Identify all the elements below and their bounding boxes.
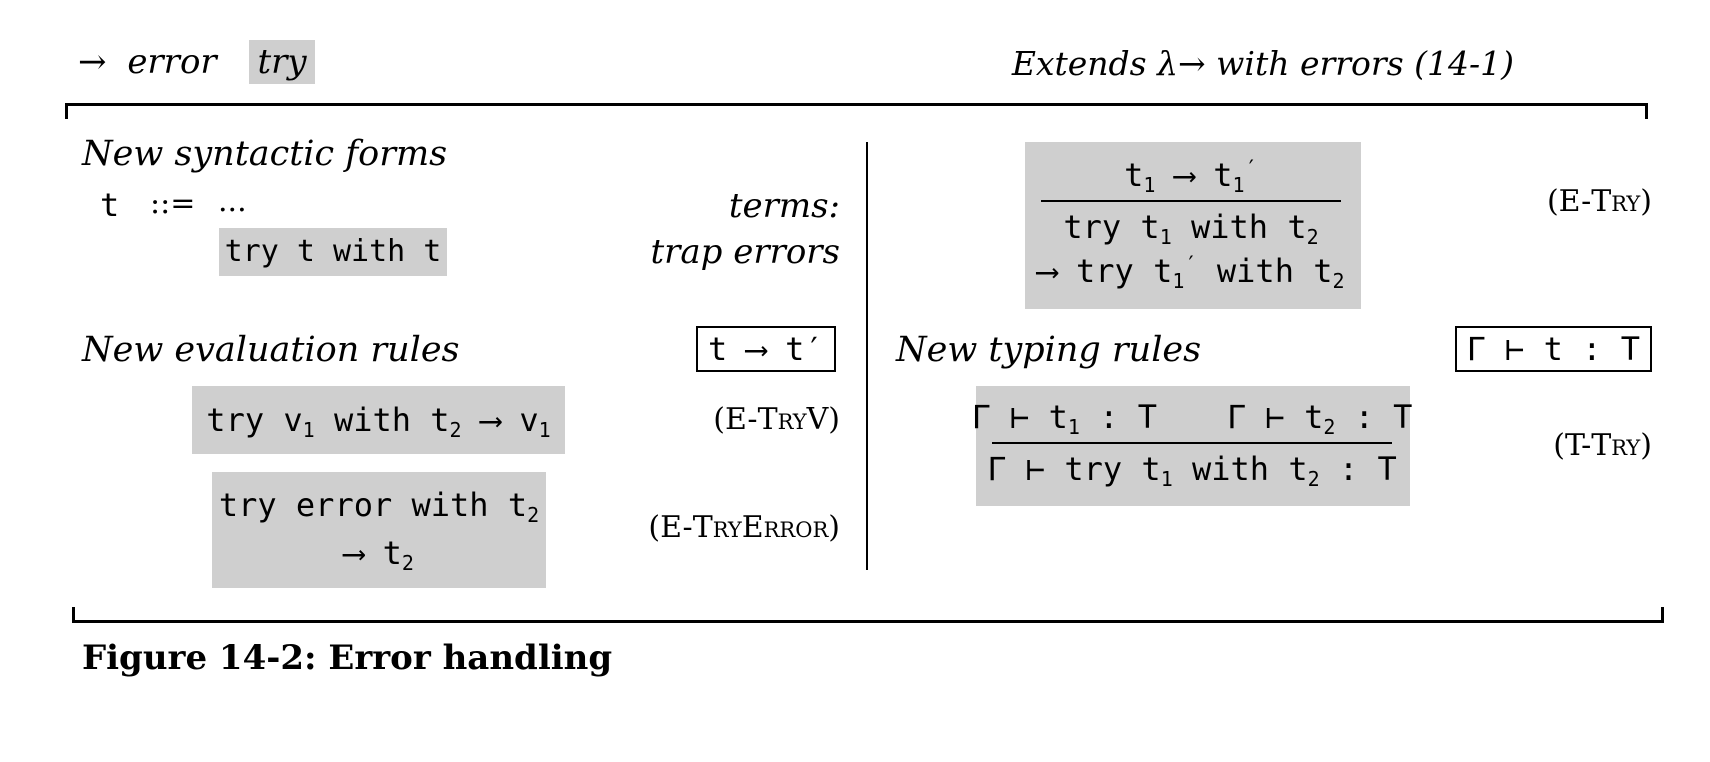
header-features: → error try bbox=[78, 40, 315, 84]
typing-title: New typing rules bbox=[896, 330, 1202, 370]
syntax-defines: ::= bbox=[150, 186, 196, 221]
bottom-rule-right-tick bbox=[1661, 607, 1664, 623]
evaluation-title: New evaluation rules bbox=[82, 330, 460, 370]
trap-errors-label: trap errors bbox=[650, 232, 840, 272]
terms-label: terms: bbox=[728, 186, 840, 226]
top-rule-left-tick bbox=[65, 103, 68, 119]
syntax-form-try: try t with t bbox=[219, 228, 447, 276]
rule-t-try-name: (T-Try) bbox=[1553, 428, 1652, 463]
evaluation-judgement: t ⟶ t′ bbox=[696, 326, 836, 372]
top-rule bbox=[65, 103, 1645, 106]
rule-e-tryerror-name: (E-TryError) bbox=[648, 510, 840, 545]
rule-e-try-name: (E-Try) bbox=[1546, 184, 1652, 219]
typing-judgement: Γ ⊢ t : T bbox=[1454, 326, 1652, 372]
rule-e-tryerror-body: try error with t2 ⟶ t2 bbox=[212, 472, 546, 588]
feature-try: try bbox=[249, 40, 315, 84]
rule-t-try-bar bbox=[992, 442, 1392, 444]
syntax-t: t bbox=[100, 186, 120, 224]
bottom-rule-left-tick bbox=[72, 607, 75, 623]
figure-caption: Figure 14-2: Error handling bbox=[82, 638, 613, 678]
extends-text: Extends λ→ with errors (14-1) bbox=[1011, 44, 1514, 83]
bottom-rule bbox=[72, 620, 1664, 623]
rule-t-try-body: Γ ⊢ t1 : T Γ ⊢ t2 : T Γ ⊢ try t1 with t2… bbox=[972, 386, 1412, 506]
rule-e-try-bar bbox=[1041, 200, 1341, 202]
top-rule-right-tick bbox=[1645, 103, 1648, 119]
feature-error: error bbox=[127, 42, 217, 82]
syntax-ellipsis: ... bbox=[218, 184, 247, 219]
column-divider bbox=[866, 142, 868, 570]
rule-e-tryv-name: (E-TryV) bbox=[713, 402, 840, 437]
arrow-icon: → bbox=[78, 42, 107, 82]
syntax-title: New syntactic forms bbox=[82, 134, 448, 174]
rule-e-try-body: t1 ⟶ t1′ try t1 with t2 ⟶ try t1′ with t… bbox=[1025, 142, 1361, 309]
rule-e-tryv-body: try v1 with t2 ⟶ v1 bbox=[192, 386, 565, 454]
